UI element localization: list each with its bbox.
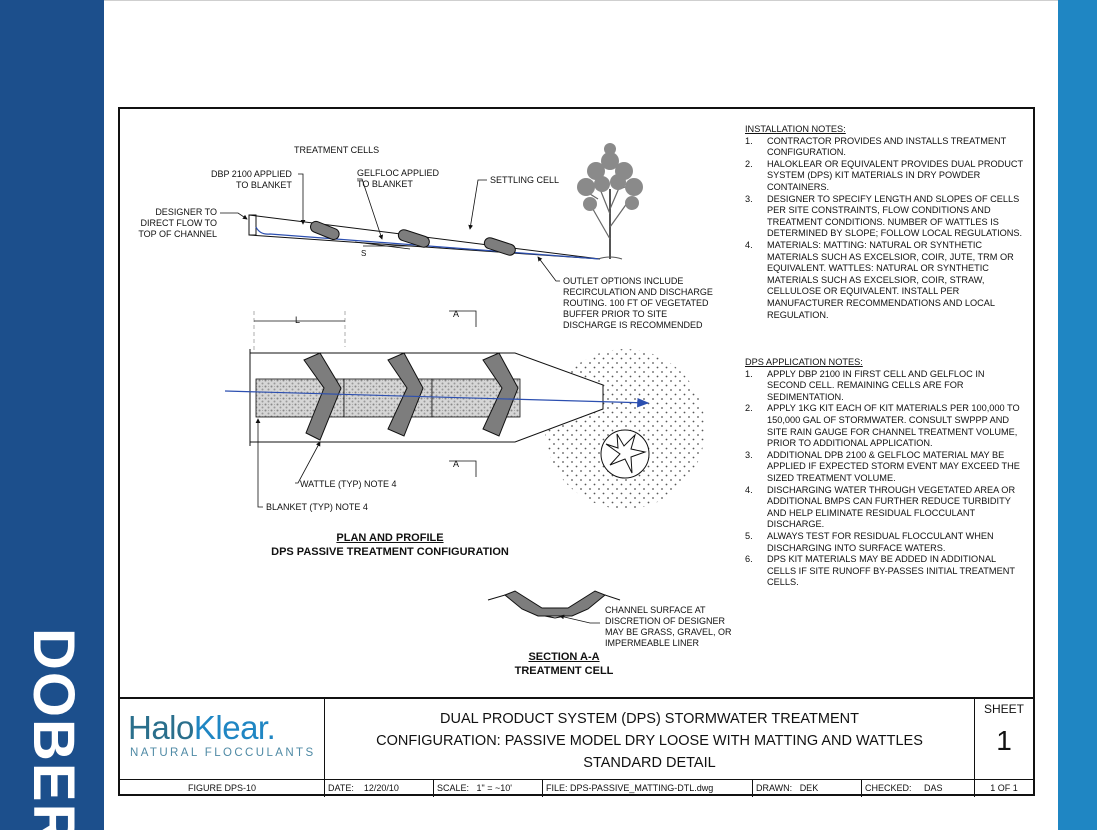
title-line-2: CONFIGURATION: PASSIVE MODEL DRY LOOSE W… [376,733,923,749]
checked-cell: CHECKED: DAS [862,780,975,797]
plan-wattle-2 [387,352,424,437]
outlet-label-line1: OUTLET OPTIONS INCLUDE [563,276,684,286]
outlet-label-line4: BUFFER PRIOR TO SITE [563,309,668,319]
haloklear-logo: HaloKlear. NATURAL FLOCCULANTS [120,699,325,779]
application-notes: DPS APPLICATION NOTES: 1.APPLY DBP 2100 … [745,357,1025,589]
plan-tree-symbol [600,429,650,479]
designer-label-line2: DIRECT FLOW TO [140,218,217,228]
profile-water-line [255,226,601,260]
figure-number: FIGURE DPS-10 [120,780,325,797]
settling-cell-label: SETTLING CELL [490,175,560,185]
tree-illustration [577,143,643,260]
section-aa-view [487,590,621,624]
sheet-number-box: SHEET 1 [975,699,1033,779]
slope-label: S [361,249,367,258]
scale-cell: SCALE: 1" = ~10' [434,780,543,797]
dbp-label-line2: TO BLANKET [236,180,292,190]
profile-wattle-3 [483,237,516,256]
plan-wattle-1 [303,352,342,441]
detail-drawing [220,143,705,624]
channel-label-line4: IMPERMEABLE LINER [605,638,700,648]
plan-caption-subtitle: DPS PASSIVE TREATMENT CONFIGURATION [271,546,509,558]
designer-label-line3: TOP OF CHANNEL [138,229,217,239]
designer-label-line1: DESIGNER TO [155,207,217,217]
blanket-note-label: BLANKET (TYP) NOTE 4 [266,502,368,512]
right-accent-band [1058,0,1097,830]
section-caption: SECTION A-A TREATMENT CELL [484,650,644,678]
gelfloc-applied-label: GELFLOC APPLIED TO BLANKET [357,168,439,190]
application-note-3: 3.ADDITIONAL DPB 2100 & GELFLOC MATERIAL… [745,449,1020,483]
installation-notes: INSTALLATION NOTES: 1.CONTRACTOR PROVIDE… [745,124,1025,321]
profile-wattle-1 [310,220,340,241]
drawing-sheet: TREATMENT CELLS DBP 2100 APPLIED TO BLAN… [118,107,1035,797]
title-line-1: DUAL PRODUCT SYSTEM (DPS) STORMWATER TRE… [440,711,859,727]
gelfloc-label-line2: TO BLANKET [357,179,413,189]
page-count: 1 OF 1 [990,783,1018,793]
profile-view [220,143,643,282]
logo-wordmark: HaloKlear. [128,709,276,746]
drawing-title: DUAL PRODUCT SYSTEM (DPS) STORMWATER TRE… [325,699,975,779]
plan-view [224,310,705,509]
profile-wattle-2 [397,229,430,248]
title-block-info-row: FIGURE DPS-10 DATE: 12/20/10 SCALE: 1" =… [120,779,1033,797]
title-block: HaloKlear. NATURAL FLOCCULANTS DUAL PROD… [120,697,1033,797]
install-note-2: 2.HALOKLEAR OR EQUIVALENT PROVIDES DUAL … [745,158,1023,192]
drawn-cell: DRAWN: DEK [753,780,862,797]
application-note-5: 5.ALWAYS TEST FOR RESIDUAL FLOCCULANT WH… [745,530,994,553]
outlet-label-line2: RECIRCULATION AND DISCHARGE [563,287,713,297]
outlet-options-label: OUTLET OPTIONS INCLUDE RECIRCULATION AND… [563,276,713,331]
section-wattles-and-blanket [504,590,606,617]
section-caption-title: SECTION A-A [528,651,600,663]
application-notes-title: DPS APPLICATION NOTES: [745,357,863,367]
install-note-1: 1.CONTRACTOR PROVIDES AND INSTALLS TREAT… [745,135,1007,158]
title-line-3: STANDARD DETAIL [583,755,716,771]
plan-wattle-3 [482,352,519,437]
designer-flow-label: DESIGNER TO DIRECT FLOW TO TOP OF CHANNE… [130,207,217,240]
sheet-label: SHEET [983,702,1024,716]
left-brand-band: DOBER [0,0,104,830]
channel-surface-label: CHANNEL SURFACE AT DISCRETION OF DESIGNE… [605,605,732,649]
outlet-label-line3: ROUTING. 100 FT OF VEGETATED [563,298,709,308]
application-note-4: 4.DISCHARGING WATER THROUGH VEGETATED AR… [745,484,1016,530]
channel-label-line2: DISCRETION OF DESIGNER [605,616,726,626]
application-note-1: 1.APPLY DBP 2100 IN FIRST CELL AND GELFL… [745,368,985,402]
installation-notes-title: INSTALLATION NOTES: [745,124,846,134]
section-cut-top [449,310,477,327]
page-top-border [104,0,1058,1]
date-cell: DATE: 12/20/10 [325,780,434,797]
dbp-applied-label: DBP 2100 APPLIED TO BLANKET [208,169,292,191]
application-note-6: 6.DPS KIT MATERIALS MAY BE ADDED IN ADDI… [745,554,1015,588]
dober-logo-text: DOBER [24,628,84,830]
section-mark-bottom: A [453,459,460,469]
dober-logo: DOBER [24,628,84,830]
plan-caption: PLAN AND PROFILE DPS PASSIVE TREATMENT C… [240,531,540,559]
flow-arrow [224,390,650,408]
install-note-4: 4.MATERIALS: MATTING: NATURAL OR SYNTHET… [745,239,1014,320]
logo-tagline: NATURAL FLOCCULANTS [130,747,316,759]
sheet-number: 1 [996,725,1012,756]
length-dimension-label: L [295,315,301,325]
file-cell: FILE: DPS-PASSIVE_MATTING-DTL.dwg [543,780,753,797]
outlet-label-line5: DISCHARGE IS RECOMMENDED [563,320,703,330]
wattle-note-label: WATTLE (TYP) NOTE 4 [300,479,397,489]
inlet-structure [248,214,257,236]
plan-caption-title: PLAN AND PROFILE [336,532,444,544]
section-caption-subtitle: TREATMENT CELL [514,665,614,677]
section-cut-bottom [449,460,477,477]
install-note-3: 3.DESIGNER TO SPECIFY LENGTH AND SLOPES … [745,193,1023,239]
treatment-cells-label: TREATMENT CELLS [294,145,380,155]
dbp-label-line1: DBP 2100 APPLIED [210,169,292,179]
channel-label-line3: MAY BE GRASS, GRAVEL, OR [605,627,732,637]
section-mark-top: A [453,309,460,319]
application-note-2: 2.APPLY 1KG KIT EACH OF KIT MATERIALS PE… [745,403,1020,449]
channel-label-line1: CHANNEL SURFACE AT [605,605,706,615]
gelfloc-label-line1: GELFLOC APPLIED [357,168,440,178]
